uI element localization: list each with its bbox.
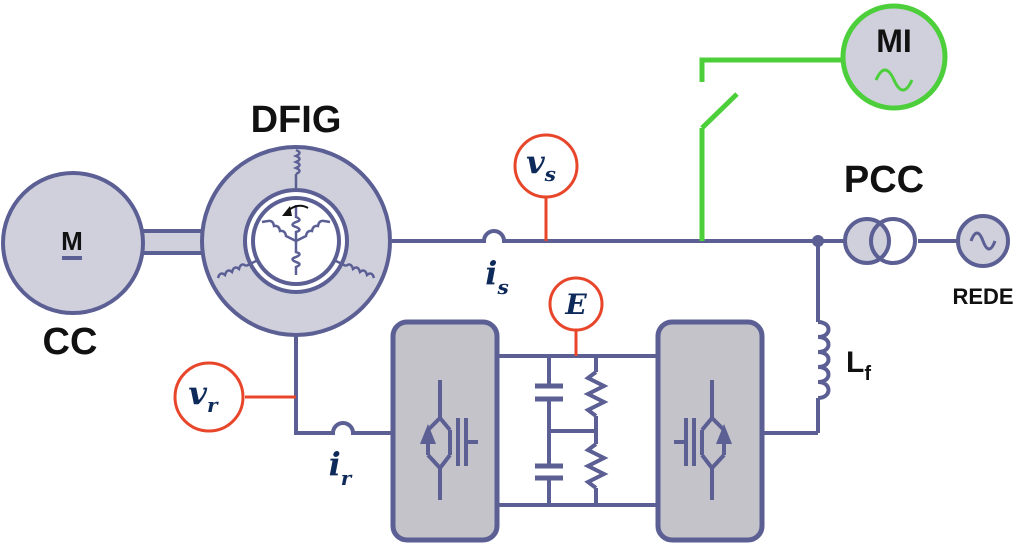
vr-circle [173,361,245,433]
is-symbol: is [485,254,508,299]
dfig-label: DFIG [251,99,342,141]
grid-source [956,214,1010,268]
cc-label: CC [43,321,98,363]
stator-coil-top [292,148,301,190]
vs-sub: s [544,162,556,186]
igbt-left-diode-arrow-icon [420,424,436,444]
pcc-transformer [843,217,917,265]
rotor-side-converter [390,319,500,543]
rotor-coil-right [295,219,331,243]
is-main: i [485,254,497,292]
wiring [294,229,958,507]
vs-symbol: vs [526,143,556,186]
mi-circle [840,3,948,111]
stator-bus-wire [392,229,870,243]
transformer-winding-right [869,217,917,265]
dfig-machine [200,145,392,337]
mi-label: MI [876,23,912,59]
lf-label: Lf [846,346,871,385]
rede-label: REDE [952,284,1013,309]
pcc-node [812,235,824,247]
rotor-coil-left [261,219,297,243]
igbt-right-diode-arrow-icon [716,424,732,444]
lf-sub: f [864,363,871,385]
rotor-converter-box [390,319,500,543]
motor-letter: M [61,226,83,256]
resistor-bottom [583,442,609,490]
induction-machine: MI [840,3,948,111]
rotor-coil-up [291,205,301,241]
igbt-left-icon [426,380,478,500]
dc-motor-body [1,171,145,315]
e-circle [548,276,604,332]
measurement-vr: vr [173,361,296,433]
rotor-coil-down [291,241,301,275]
vs-circle [513,133,579,199]
vr-main: v [188,374,207,412]
is-sub: s [496,275,508,299]
rotor-wire [294,285,393,435]
ir-sub: r [341,466,353,490]
sine-wave-icon [969,231,997,251]
stator-windings [216,148,376,279]
e-symbol: E [564,288,587,321]
inductor-coil-icon [817,320,831,400]
igbt-right-icon [674,380,726,500]
capacitors [535,383,563,481]
mi-branch-top [699,57,848,82]
lf-main: L [846,346,864,379]
pcc-label: PCC [844,159,924,201]
switch-blade [700,92,739,130]
vs-main: v [526,143,545,181]
resistor-top [583,370,609,418]
stator-coil-left [216,258,259,279]
transformer-winding-left [843,217,891,265]
ir-symbol: ir [329,445,353,490]
measurement-e: E [548,276,604,356]
grid-converter-box [655,319,765,543]
grid-side-converter [655,319,765,543]
measurement-vs: vs [513,133,579,241]
mi-branch [699,57,848,241]
filter-inductor [817,320,831,400]
mi-sine-icon [874,68,914,92]
stator-coil-right [333,258,376,279]
vr-symbol: vr [188,374,219,417]
vr-sub: r [207,393,219,417]
rotor-windings [261,205,331,275]
rotation-arrowhead-icon [282,206,292,216]
ir-main: i [329,445,341,483]
